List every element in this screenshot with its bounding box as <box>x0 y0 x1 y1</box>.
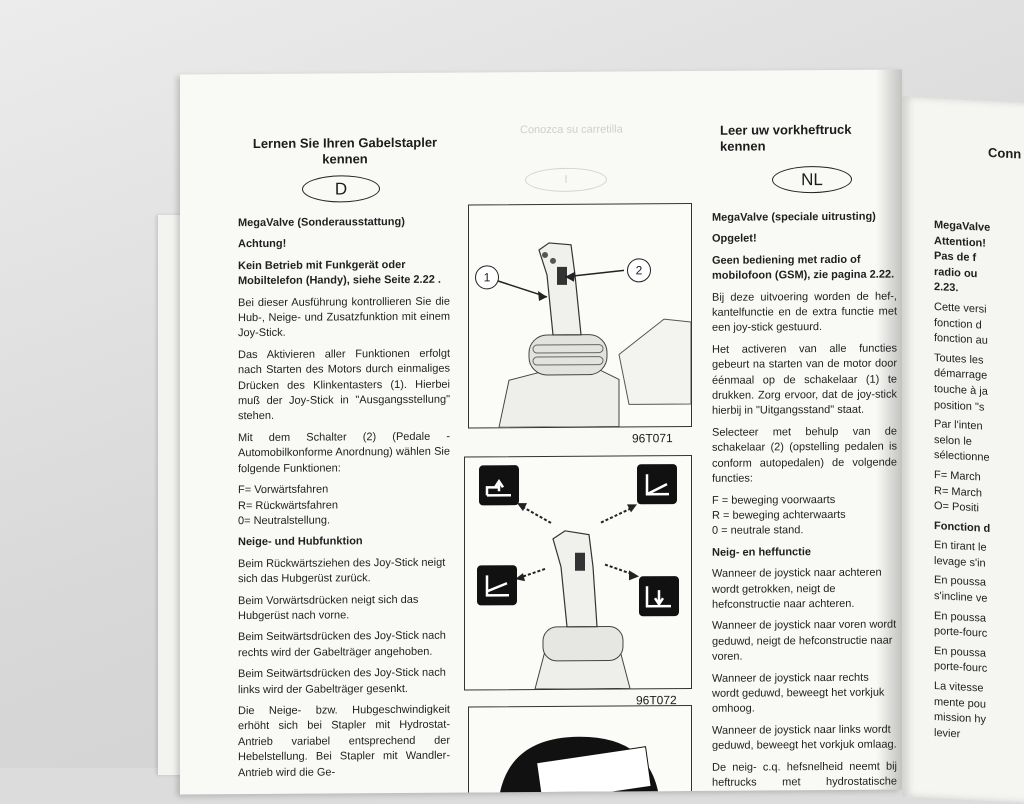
manual-page: Conozca su carretilla I Lernen Sie Ihren… <box>180 69 902 795</box>
german-p12: Beim Seitwärtsdrücken des Joy-Stick nach… <box>238 630 446 659</box>
german-text-column: MegaValve (Sonderausstattung) Achtung! K… <box>238 215 450 787</box>
french-line: O= Positi <box>934 500 979 515</box>
joystick-figure-1: 1 2 <box>468 202 692 429</box>
dutch-title: Leer uw vorkheftruck kennen <box>720 121 852 154</box>
lower-forks-icon <box>477 565 517 606</box>
french-line: levier <box>934 726 961 741</box>
ghost-heading: Conozca su carretilla <box>520 123 623 137</box>
french-line: sélectionne <box>934 449 990 465</box>
german-p13: Beim Seitwärtsdrücken des Joy-Stick nach… <box>238 666 446 696</box>
dutch-p9: Neig- en heffunctie <box>712 545 812 559</box>
dutch-p8: 0 = neutrale stand. <box>712 524 804 538</box>
callout-2: 2 <box>627 258 651 283</box>
dutch-p1: Opgelet! <box>712 232 757 246</box>
german-p9: Neige- und Hubfunktion <box>238 535 363 549</box>
german-p7: R= Rückwärtsfahren <box>238 498 338 512</box>
joystick-movement-drawing <box>515 503 639 690</box>
german-p14: Die Neige- bzw. Hubgeschwindigkeit erhöh… <box>238 703 450 779</box>
french-line: s'incline ve <box>934 590 988 605</box>
lift-forks-icon <box>639 576 679 617</box>
german-p8: 0= Neutralstellung. <box>238 514 331 528</box>
french-line: 2.23. <box>934 281 959 295</box>
french-line: position "s <box>934 398 985 414</box>
german-p10: Beim Rückwärtsziehen des Joy-Stick neigt… <box>238 556 446 586</box>
french-line: fonction au <box>934 332 988 347</box>
german-p11: Beim Vorwärtsdrücken neigt sich das Hubg… <box>238 593 419 623</box>
dutch-p2: Geen bediening met radio of mobilofoon (… <box>712 253 895 283</box>
control-panel-drawing <box>499 736 659 795</box>
french-line: porte-fourc <box>934 660 988 676</box>
french-line: porte-fourc <box>934 625 988 641</box>
dutch-p3: Bij deze uitvoering worden de hef-, kant… <box>712 290 897 335</box>
tilt-forward-icon <box>637 464 677 505</box>
dutch-p0: MegaValve (speciale uitrusting) <box>712 210 876 224</box>
control-panel-figure-3 <box>468 704 692 795</box>
figure-1-label: 96T071 <box>632 431 673 446</box>
dutch-p11: Wanneer de joystick naar voren wordt ged… <box>712 618 897 663</box>
dutch-p6: F = beweging voorwaarts <box>712 493 836 507</box>
german-p3: Bei dieser Ausführung kontrollieren Sie … <box>238 295 450 340</box>
german-p6: F= Vorwärtsfahren <box>238 483 329 497</box>
dutch-p4: Het activeren van alle functies gebeurt … <box>712 342 897 418</box>
dutch-p12: Wanneer de joystick naar rechts wordt ge… <box>712 671 885 716</box>
german-title: Lernen Sie Ihren Gabelstapler kennen <box>252 134 438 167</box>
german-p1: Achtung! <box>238 238 287 251</box>
dutch-p13: Wanneer de joystick naar links wordt ged… <box>712 723 897 752</box>
lang-badge-nl: NL <box>772 165 852 194</box>
french-title: Conn <box>988 144 1022 162</box>
joystick-drawing <box>486 242 692 428</box>
lang-badge-de: D <box>302 175 380 203</box>
tilt-back-icon <box>479 465 519 506</box>
dutch-text-column: MegaValve (speciale uitrusting) Opgelet!… <box>712 210 897 795</box>
joystick-figure-2 <box>464 454 692 691</box>
callout-1: 1 <box>475 265 499 290</box>
dutch-p5: Selecteer met behulp van de schakelaar (… <box>712 425 897 485</box>
french-line: Fonction d <box>934 519 991 535</box>
german-p4: Das Aktivieren aller Funktionen erfolgt … <box>238 347 450 423</box>
dutch-p14: De neig- c.q. hefsnelheid neemt bij heft… <box>712 760 897 794</box>
ghost-badge: I <box>525 167 607 193</box>
german-p5: Mit dem Schalter (2) (Pedale - Automobil… <box>238 430 450 475</box>
german-p2: Kein Betrieb mit Funkgerät oder Mobiltel… <box>238 258 441 288</box>
dutch-p7: R = beweging achterwaarts <box>712 508 846 522</box>
french-line: levage s'in <box>934 554 986 570</box>
german-p0: MegaValve (Sonderausstattung) <box>238 215 405 230</box>
dutch-p10: Wanneer de joystick naar achteren wordt … <box>712 566 882 611</box>
